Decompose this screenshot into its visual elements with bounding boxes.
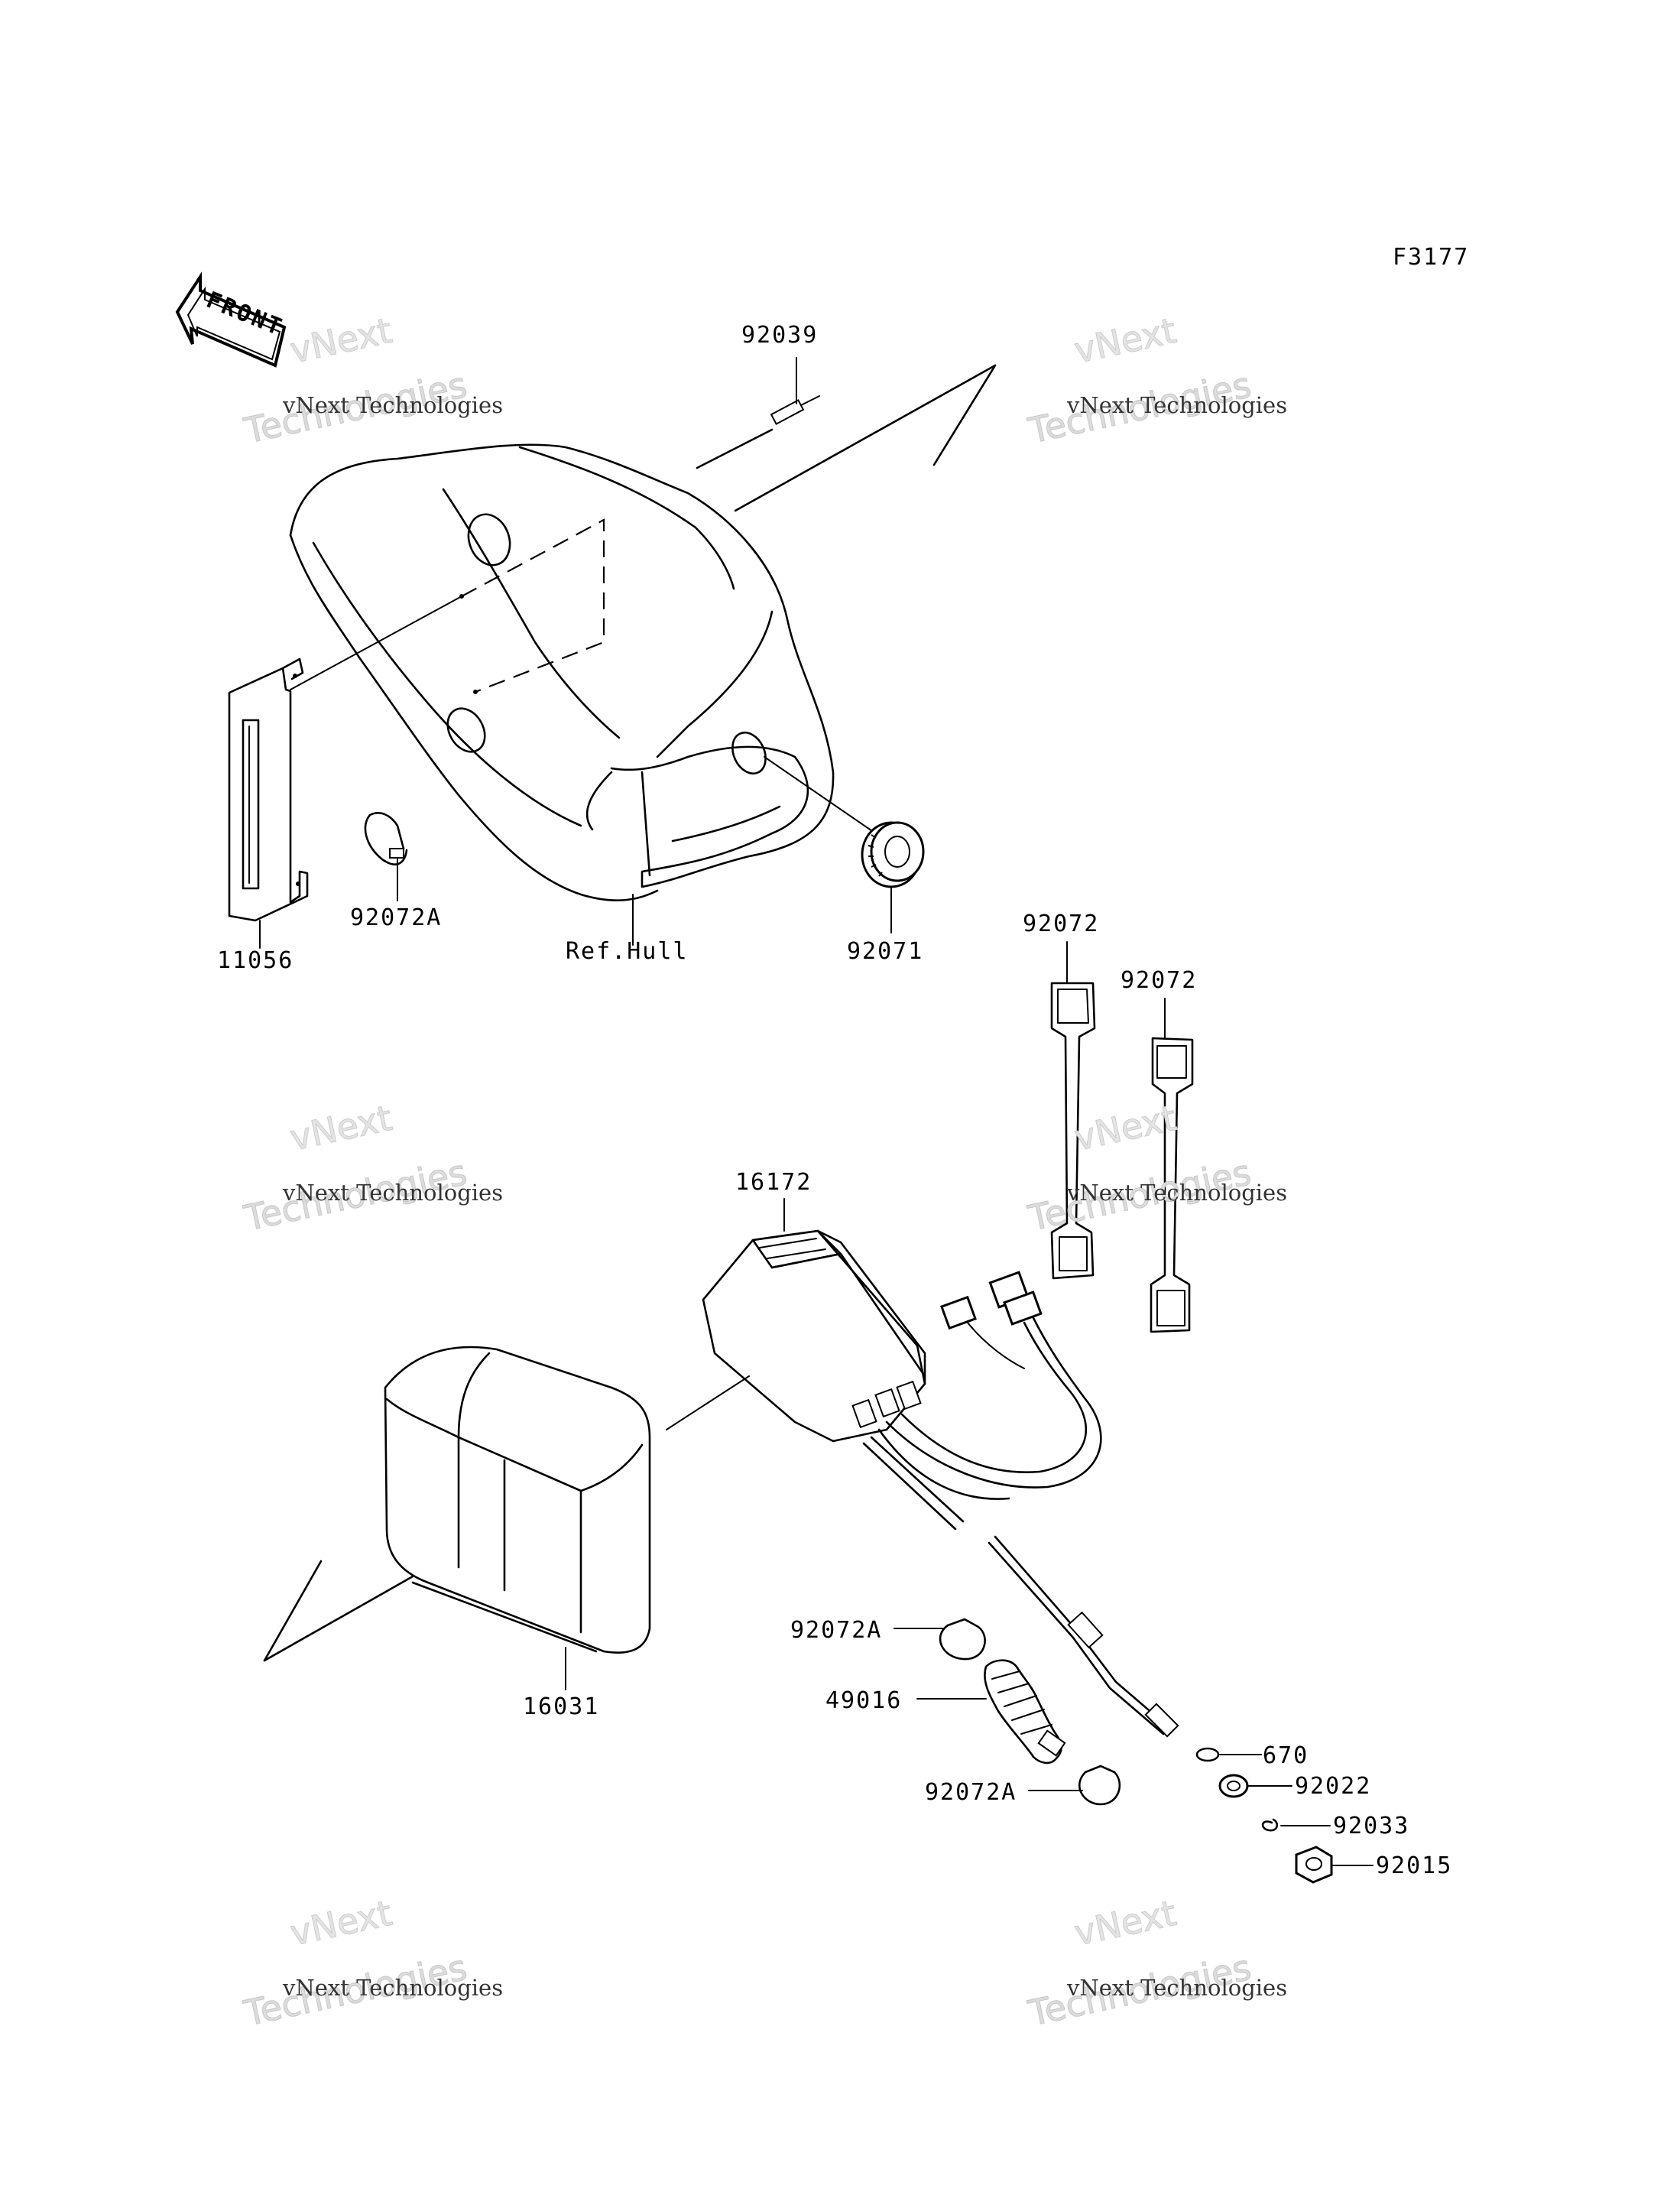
- callout-92033: 92033: [1333, 1813, 1409, 1839]
- svg-text:vNext: vNext: [1071, 310, 1180, 372]
- ref-line-2: [263, 1575, 414, 1662]
- svg-text:vNext Technologies: vNext Technologies: [1066, 1180, 1287, 1206]
- figure-code: F3177: [1393, 244, 1469, 271]
- svg-text:vNext Technologies: vNext Technologies: [1066, 1975, 1287, 2001]
- svg-text:vNext Technologies: vNext Technologies: [282, 1975, 503, 2001]
- watermark-bottom-right: vNext Technologies vNext Technologies: [1024, 1891, 1287, 2034]
- clamp-92072A-low: [1028, 1765, 1121, 1806]
- module-16172: [702, 1198, 1102, 1531]
- callout-92072A-top: 92072A: [350, 904, 442, 931]
- hull-outline: [289, 443, 835, 901]
- clamp-92072A-top: [364, 812, 408, 865]
- callout-92039: 92039: [741, 322, 818, 349]
- pin-92039: [696, 357, 997, 512]
- svg-text:vNext: vNext: [287, 310, 396, 372]
- bracket-11056: [228, 596, 462, 922]
- svg-text:vNext: vNext: [1071, 1892, 1180, 1954]
- callout-92072-a: 92072: [1023, 911, 1099, 937]
- strap-92072-a: [1050, 941, 1096, 1280]
- lockwasher-92033: [1261, 1818, 1331, 1832]
- svg-text:vNext Technologies: vNext Technologies: [1066, 392, 1287, 418]
- ref-line-1: [263, 1560, 323, 1662]
- callout-92015: 92015: [1376, 1852, 1452, 1879]
- callout-ref-hull: Ref.Hull: [566, 938, 689, 965]
- svg-text:vNext: vNext: [1071, 1097, 1180, 1159]
- callout-16031: 16031: [523, 1693, 599, 1720]
- svg-text:vNext: vNext: [287, 1892, 396, 1954]
- grommet-92071: [764, 756, 925, 888]
- callout-92072A-2: 92072A: [925, 1779, 1017, 1806]
- callout-49016: 49016: [825, 1687, 902, 1714]
- watermark-bottom-left: vNext Technologies vNext Technologies: [240, 1891, 503, 2034]
- front-arrow-icon: FRONT: [175, 271, 287, 368]
- oring-670: [1195, 1747, 1262, 1762]
- nut-92015: [1295, 1846, 1374, 1884]
- clamp-92072A-mid: [894, 1618, 986, 1661]
- washer-92022: [1218, 1774, 1292, 1798]
- watermark-mid-left: vNext Technologies vNext Technologies: [240, 1096, 503, 1239]
- watermark-mid-right: vNext Technologies vNext Technologies: [1024, 1096, 1287, 1239]
- svg-text:vNext: vNext: [287, 1097, 396, 1159]
- watermark-top-right: vNext Technologies vNext Technologies: [1024, 309, 1287, 452]
- cover-16031: [384, 1346, 750, 1690]
- callout-92072A-1: 92072A: [790, 1617, 882, 1644]
- strap-92072-b: [1150, 998, 1194, 1333]
- callout-92071: 92071: [847, 938, 923, 965]
- callout-16172: 16172: [735, 1169, 812, 1196]
- svg-text:vNext Technologies: vNext Technologies: [282, 1180, 503, 1206]
- callout-92072-b: 92072: [1121, 967, 1197, 994]
- callout-670: 670: [1263, 1742, 1309, 1769]
- callout-92022: 92022: [1295, 1773, 1371, 1800]
- boot-49016: [916, 1659, 1066, 1765]
- callout-11056: 11056: [217, 947, 294, 974]
- cable-assembly: [988, 1535, 1179, 1738]
- svg-text:vNext Technologies: vNext Technologies: [282, 392, 503, 418]
